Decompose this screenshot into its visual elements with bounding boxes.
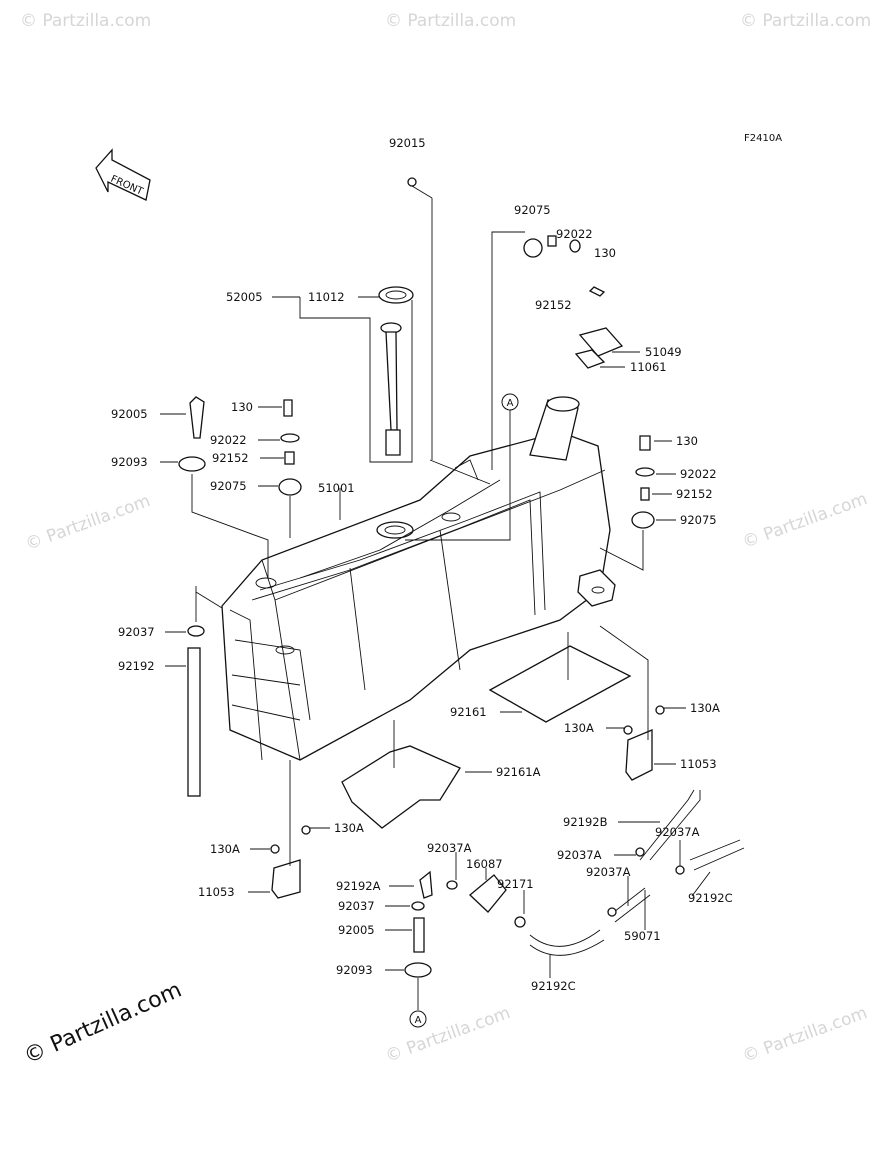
watermark: © Partzilla.com xyxy=(385,11,516,31)
watermark: © Partzilla.com xyxy=(740,489,870,553)
part-label: 92022 xyxy=(556,227,593,241)
part-label: 92075 xyxy=(680,513,717,527)
part-label: 130A xyxy=(334,821,364,835)
insulator-mats xyxy=(341,645,632,829)
callout-a-label: A xyxy=(507,398,514,409)
part-label: 52005 xyxy=(226,290,263,304)
part-label: 92037A xyxy=(557,848,602,862)
brand-logo: © Partzilla.com xyxy=(20,978,185,1070)
part-label: 16087 xyxy=(466,857,503,871)
part-label: 51001 xyxy=(318,481,355,495)
callout-a-top: A xyxy=(501,393,519,411)
part-label: 92075 xyxy=(514,203,551,217)
part-label: 92161A xyxy=(496,765,541,779)
leader-lines xyxy=(160,185,711,1010)
part-label: 92152 xyxy=(676,487,713,501)
watermark: © Partzilla.com xyxy=(20,11,151,31)
watermark: © Partzilla.com xyxy=(740,1003,870,1067)
callout-a-bottom: A xyxy=(409,1010,427,1028)
callout-a-label: A xyxy=(415,1015,422,1026)
part-label: 92192 xyxy=(118,659,155,673)
part-label: 130 xyxy=(594,246,616,260)
front-arrow-icon: FRONT xyxy=(95,148,151,201)
part-label: 92093 xyxy=(336,963,373,977)
fuel-line-parts xyxy=(404,789,745,978)
part-label: 11061 xyxy=(630,360,667,374)
watermark: © Partzilla.com xyxy=(740,11,871,31)
mount-hardware xyxy=(178,177,655,797)
part-label: 130A xyxy=(690,701,720,715)
part-label: 92093 xyxy=(111,455,148,469)
part-label: 92005 xyxy=(338,923,375,937)
part-label: 92037A xyxy=(427,841,472,855)
watermark: © Partzilla.com xyxy=(23,491,153,555)
filler-cap xyxy=(574,327,624,369)
part-labels: 92015 92075 92022 130 92152 52005 11012 … xyxy=(111,136,733,993)
part-label: 11053 xyxy=(198,885,235,899)
part-label: 92075 xyxy=(210,479,247,493)
part-label: 92161 xyxy=(450,705,487,719)
part-label: 92171 xyxy=(497,877,534,891)
part-label: 92152 xyxy=(535,298,572,312)
part-label: 11012 xyxy=(308,290,345,304)
watermark: © Partzilla.com xyxy=(383,1003,513,1067)
part-label: 59071 xyxy=(624,929,661,943)
part-label: 92037A xyxy=(655,825,700,839)
part-label: 92037 xyxy=(118,625,155,639)
part-label: 92192A xyxy=(336,879,381,893)
figure-code: F2410A xyxy=(744,133,782,144)
part-label: 130 xyxy=(676,434,698,448)
tank-brackets xyxy=(270,705,665,899)
part-label: 130 xyxy=(231,400,253,414)
part-label: 92192B xyxy=(563,815,608,829)
part-label: 130A xyxy=(210,842,240,856)
part-label: 11053 xyxy=(680,757,717,771)
part-label: 92037 xyxy=(338,899,375,913)
fuel-sender-unit xyxy=(378,286,414,456)
part-label: 92192C xyxy=(531,979,576,993)
part-label: 130A xyxy=(564,721,594,735)
part-label: 92022 xyxy=(680,467,717,481)
fuel-tank xyxy=(221,396,616,761)
part-label: 92192C xyxy=(688,891,733,905)
part-label: 92005 xyxy=(111,407,148,421)
part-label: 92015 xyxy=(389,136,426,150)
part-label: 51049 xyxy=(645,345,682,359)
part-label: 92037A xyxy=(586,865,631,879)
part-label: 92152 xyxy=(212,451,249,465)
part-label: 92022 xyxy=(210,433,247,447)
